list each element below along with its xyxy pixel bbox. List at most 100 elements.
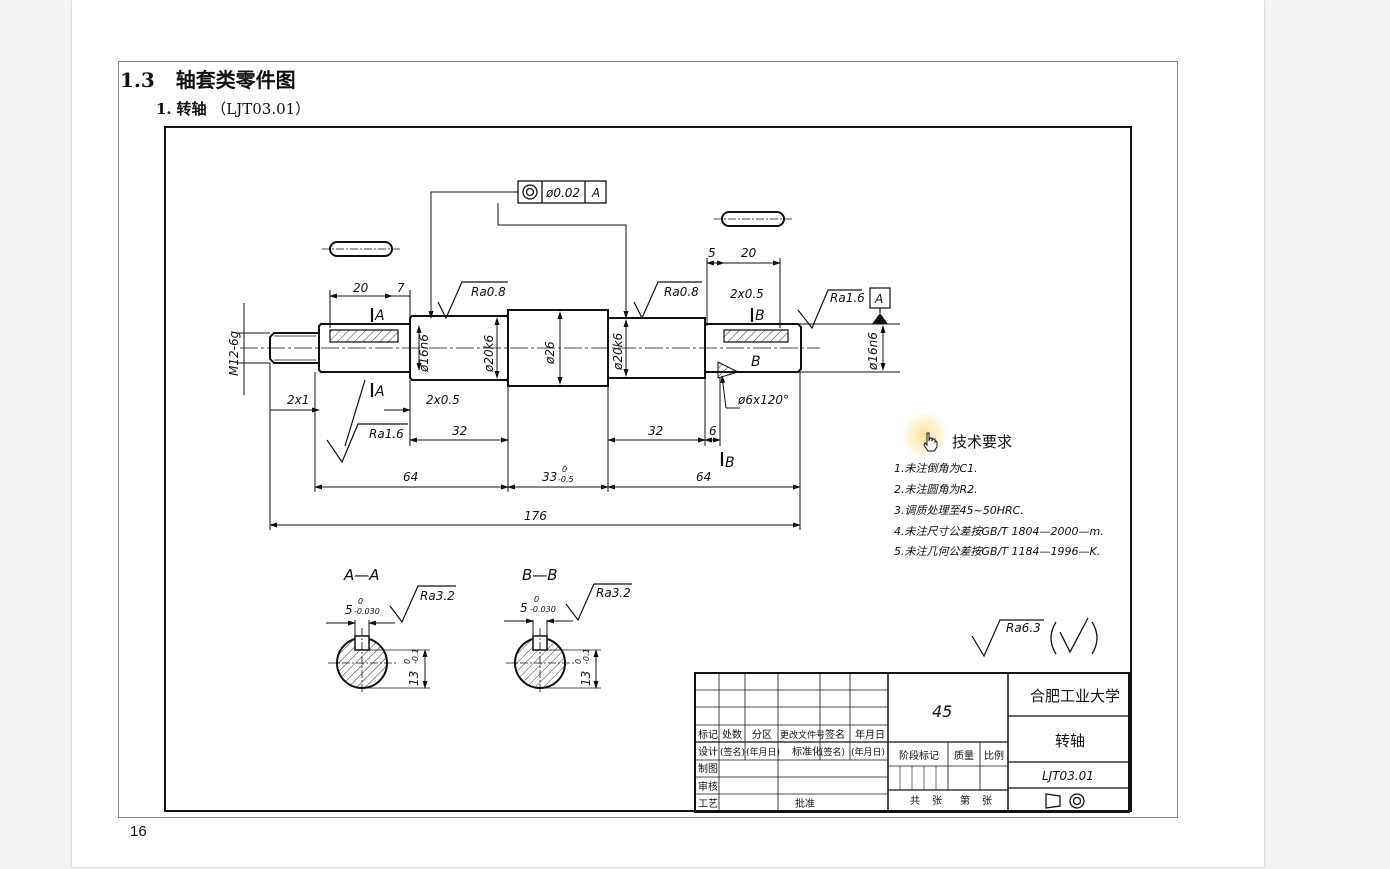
- tb-material: 45: [932, 702, 952, 721]
- dim-l32-left: 32: [452, 424, 467, 438]
- dim-l64-right: 64: [696, 470, 711, 484]
- aa-roughness: Ra3.2: [420, 589, 455, 603]
- tb-row2-2: (年月日): [746, 746, 780, 758]
- tb-row1-1: 处数: [722, 728, 742, 741]
- technical-requirements: 技术要求 1.未注倒角为C1. 2.未注圆角为R2. 3.调质处理至45~50H…: [894, 433, 1104, 558]
- tb-row2-3: 标准化: [792, 745, 822, 758]
- dim-chamfer-right: 2x0.5: [730, 287, 764, 301]
- tb-mass: 质量: [954, 750, 974, 762]
- tb-part-name: 转轴: [1055, 732, 1085, 750]
- section-name: 轴套类零件图: [175, 68, 296, 92]
- hand-cursor-icon: [923, 432, 938, 452]
- tb-row2-0: 设计: [698, 745, 718, 758]
- cut-label-a-bottom: A: [374, 384, 385, 400]
- bb-roughness: Ra3.2: [596, 586, 631, 600]
- cut-label-b-bottom: B: [725, 455, 735, 471]
- tb-sheet-unit: 张: [982, 795, 992, 807]
- coaxiality-icon: [522, 184, 538, 200]
- dim-d20-right: ø20k6: [611, 332, 625, 371]
- tb-check: 审核: [698, 780, 718, 793]
- bb-width-lower: -0.030: [530, 605, 556, 614]
- general-roughness-value: Ra6.3: [1006, 621, 1041, 635]
- tech-req-title: 技术要求: [952, 433, 1012, 451]
- datum-a-label: A: [874, 292, 883, 306]
- section-label-aa: A—A: [343, 566, 380, 584]
- dim-d20-left: ø20k6: [482, 334, 496, 373]
- bb-width-nominal: 5: [520, 601, 528, 615]
- roughness-ra16-top: Ra1.6: [830, 291, 865, 305]
- tolerance-datum: A: [591, 186, 600, 200]
- tech-req-item-3: 3.调质处理至45~50HRC.: [894, 504, 1024, 517]
- dim-l32-right: 32: [648, 424, 663, 438]
- cut-label-a-top: A: [374, 308, 385, 324]
- tb-row1-4: 签名: [825, 728, 845, 741]
- aa-depth-upper: 0: [403, 659, 412, 664]
- title-block: [694, 672, 1130, 813]
- roughness-ra08-right: Ra0.8: [664, 285, 699, 299]
- tolerance-frame: ø0.02 A: [428, 180, 629, 319]
- dim-l64-left: 64: [403, 470, 418, 484]
- tb-scale: 比例: [984, 749, 1004, 762]
- aa-depth-lower: -0.1: [411, 648, 420, 664]
- center-hole-section: [717, 361, 740, 379]
- datum-a-triangle: [872, 313, 888, 324]
- section-number: 1.3: [120, 68, 155, 92]
- section-title: 1.3 轴套类零件图: [120, 64, 296, 93]
- tb-school: 合肥工业大学: [1030, 687, 1120, 705]
- bb-depth-upper: 0: [574, 659, 583, 664]
- dim-l176: 176: [524, 509, 547, 523]
- page-frame: [118, 61, 1178, 818]
- dim-l20-left: 20: [353, 281, 369, 295]
- projection-cone-icon: [1045, 793, 1061, 809]
- roughness-ra08-left: Ra0.8: [471, 285, 506, 299]
- bb-width-upper: 0: [534, 595, 539, 604]
- subsection-name: 转轴: [176, 100, 207, 118]
- right-keyway: [723, 329, 789, 343]
- dim-chamfer-left: 2x0.5: [426, 393, 460, 407]
- bb-depth-lower: -0.1: [582, 648, 591, 664]
- dim-l33-upper: 0: [562, 465, 567, 474]
- tb-row2-5: (年月日): [851, 746, 885, 758]
- cursor-highlight: [903, 413, 947, 457]
- tb-row1-3: 更改文件号: [780, 729, 825, 741]
- dim-d16-left: ø16n6: [417, 334, 431, 373]
- tolerance-value: ø0.02: [545, 186, 580, 200]
- dim-center-hole: ø6x120°: [737, 393, 789, 407]
- tb-row1-0: 标记: [698, 729, 718, 741]
- tb-row1-5: 年月日: [855, 728, 885, 741]
- cut-label-b-keyway: B: [751, 354, 761, 370]
- drawing-border: [164, 126, 1132, 812]
- tb-process: 工艺: [698, 798, 718, 810]
- dim-l7: 7: [397, 281, 405, 295]
- aa-width-lower: -0.030: [354, 607, 380, 616]
- aa-width-nominal: 5: [345, 603, 353, 617]
- section-label-bb: B—B: [522, 566, 558, 584]
- dimension-lines: [238, 258, 900, 530]
- tb-row2-1: (签名): [720, 746, 745, 758]
- dim-l6: 6: [709, 424, 717, 438]
- shaft-view: [240, 309, 820, 387]
- roughness-symbols: [326, 281, 1044, 658]
- subsection-number: 1.: [156, 100, 172, 118]
- tb-approve: 批准: [795, 797, 815, 810]
- dim-d26: ø26: [543, 341, 557, 365]
- dim-m12: M12-6g: [227, 330, 241, 376]
- projection-circle-icon: [1069, 793, 1085, 809]
- cut-label-b-top: B: [755, 308, 765, 324]
- dim-l20-right: 20: [741, 246, 757, 260]
- tb-sheet-no: 第: [960, 794, 970, 807]
- title-block-text: 标记 处数 分区 更改文件号 签名 年月日 设计 (签名) (年月日) 标准化 …: [698, 687, 1120, 810]
- tech-req-item-2: 2.未注圆角为R2.: [894, 483, 978, 496]
- tb-draw: 制图: [698, 762, 718, 775]
- document-page: 1.3 轴套类零件图 1. 转轴 （LJT03.01） 16: [72, 0, 1264, 867]
- cut-plane-marks: [370, 308, 754, 466]
- page-number: 16: [130, 823, 147, 840]
- tb-drawing-no: LJT03.01: [1042, 769, 1094, 783]
- dim-l33-lower: -0.5: [558, 475, 574, 484]
- section-a-a: A—A 5 0 -0.030 Ra3.2 13 0 -0.1: [326, 566, 455, 694]
- left-keyway: [329, 329, 399, 343]
- tb-row1-2: 分区: [752, 729, 772, 741]
- subsection-title: 1. 转轴 （LJT03.01）: [156, 98, 310, 119]
- tb-row2-4: (签名): [820, 746, 845, 758]
